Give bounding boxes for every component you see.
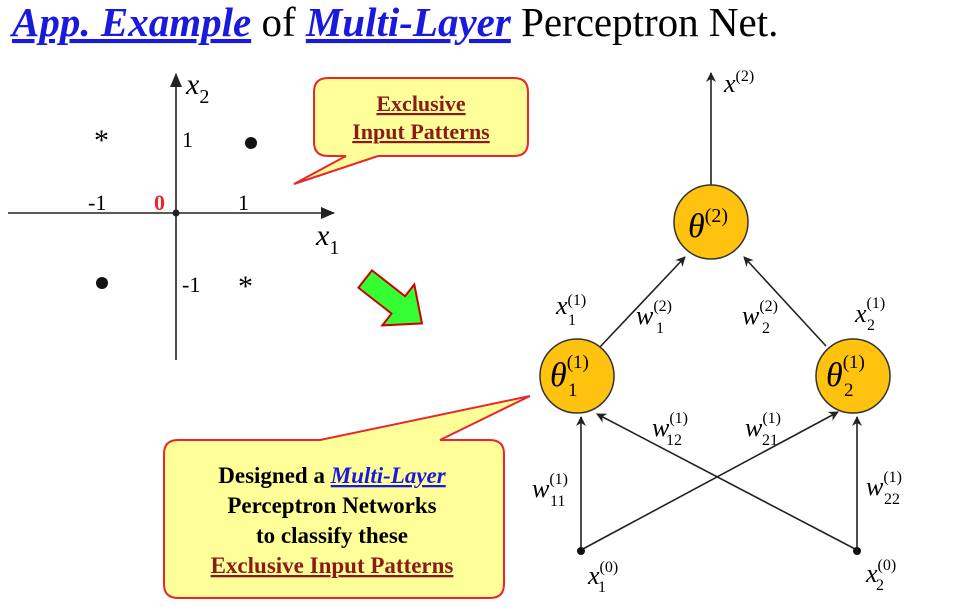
green-block-arrow — [357, 268, 424, 327]
weight-w1-2-label: w(2)1 — [636, 298, 672, 337]
callout-top-bubble — [293, 77, 529, 185]
tick-x-neg1: -1 — [88, 190, 106, 215]
weight-w11-label: w(1)11 — [532, 471, 568, 510]
callout-top-line2: Input Patterns — [352, 119, 490, 144]
edge-w1-2 — [598, 256, 686, 349]
callout-designed-mlp: Designed a Multi-Layer Perceptron Networ… — [163, 395, 531, 599]
callout-bottom-line2: Perceptron Networks — [227, 493, 436, 518]
callout-bottom-line4: Exclusive Input Patterns — [211, 553, 454, 578]
hidden-neuron-1-label: θ(1)1 — [550, 352, 589, 401]
weight-w12-label: w(1)12 — [652, 410, 688, 449]
output-neuron — [673, 184, 749, 260]
x1-axis-label: x1 — [315, 219, 339, 259]
weight-w2-2-label: w(2)2 — [742, 298, 778, 337]
slide-title: App. Example of Multi-Layer Perceptron N… — [9, 0, 778, 45]
weight-w21-label: w(1)21 — [745, 410, 781, 449]
origin-label: 0 — [154, 190, 165, 215]
output-var-label: x(2) — [723, 68, 754, 98]
callout-bottom-line1: Designed a Multi-Layer — [218, 463, 446, 488]
callout-multi-layer-link[interactable]: Multi-Layer — [330, 463, 447, 488]
title-tail: Perceptron Net. — [511, 0, 779, 45]
title-link-multi-layer[interactable]: Multi-Layer — [305, 0, 512, 45]
tick-x-pos1: 1 — [238, 190, 249, 215]
callout-bottom-line3: to classify these — [256, 523, 408, 548]
output-neuron-label: θ(2) — [688, 205, 728, 245]
callout-top-line1: Exclusive — [376, 91, 465, 116]
callout-bottom-bubble — [163, 395, 531, 599]
hidden-neuron-1 — [539, 338, 615, 414]
dot-pattern-bottom-left — [96, 277, 108, 289]
green-arrow-icon — [357, 268, 424, 327]
edge-w21 — [580, 411, 839, 551]
input-node-2 — [853, 547, 861, 555]
weight-w22-label: w(1)22 — [866, 469, 902, 508]
title-link-app-example[interactable]: App. Example — [9, 0, 251, 45]
x2-axis-label: x2 — [185, 68, 209, 108]
star-pattern-top-left: * — [94, 124, 109, 157]
input-2-label: x(0)2 — [865, 557, 896, 594]
perceptron-network: θ(2) θ(1)1 θ(1)2 x(2) x(1)1 x(1)2 x(0)1 … — [532, 68, 902, 596]
hidden-neuron-2 — [815, 338, 891, 414]
hidden-1-output-label: x(1)1 — [555, 291, 586, 329]
hidden-neuron-2-label: θ(1)2 — [826, 352, 865, 401]
edge-w2-2 — [743, 256, 827, 347]
xor-plot: x2 x1 -1 1 1 -1 0 * * — [8, 68, 339, 360]
callout-exclusive-patterns: Exclusive Input Patterns — [293, 77, 529, 185]
input-1-label: x(0)1 — [587, 559, 618, 596]
hidden-2-output-label: x(1)2 — [854, 295, 885, 334]
tick-y-neg1: -1 — [182, 272, 200, 297]
origin-point — [172, 209, 180, 217]
title-of: of — [251, 0, 306, 45]
tick-y-pos1: 1 — [182, 127, 193, 152]
edge-w12 — [596, 413, 858, 551]
dot-pattern-top-right — [245, 137, 257, 149]
input-node-1 — [577, 547, 585, 555]
star-pattern-bottom-right: * — [238, 270, 253, 303]
